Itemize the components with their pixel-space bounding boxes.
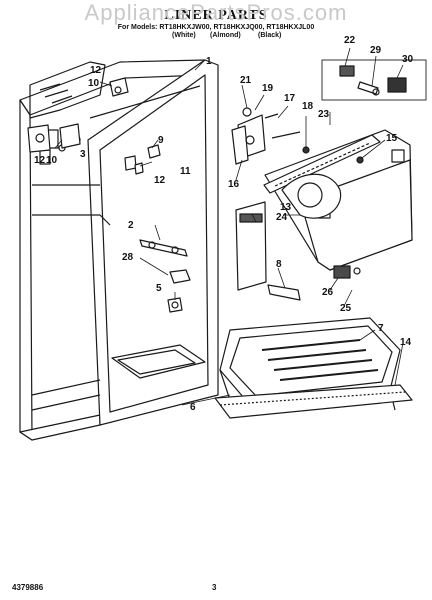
callout-10-left: 10 [46, 155, 58, 166]
page-title: LINER PARTS [164, 8, 268, 23]
color-legend: (White) (Almond) (Black) [0, 32, 432, 42]
callout-28: 28 [122, 252, 134, 263]
screw-15 [356, 156, 364, 164]
color-almond: (Almond) [210, 32, 241, 39]
callout-14: 14 [400, 337, 412, 348]
crisper [219, 317, 401, 413]
liner [19, 59, 219, 441]
doc-number: 4379886 [12, 583, 44, 592]
callout-6: 6 [190, 402, 196, 413]
callout-22: 22 [344, 35, 356, 46]
color-white: (White) [172, 32, 196, 39]
callout-16: 16 [228, 179, 240, 190]
leader-lines [54, 47, 404, 406]
control-housing [263, 129, 413, 271]
callout-7: 7 [378, 323, 384, 334]
parts-9-11 [124, 144, 161, 175]
callout-19: 19 [262, 83, 274, 94]
callout-24: 24 [276, 212, 288, 223]
pan-cover [214, 384, 413, 419]
page-number: 3 [212, 583, 217, 592]
parts-22-29-30 [321, 59, 427, 101]
part-2 [139, 239, 188, 257]
callout-12-top: 12 [90, 65, 102, 76]
callout-17: 17 [284, 93, 296, 104]
callout-8: 8 [276, 259, 282, 270]
callout-2: 2 [128, 220, 134, 231]
part-13 [235, 201, 267, 291]
callout-25: 25 [340, 303, 352, 314]
parts-12-10-top [109, 77, 129, 97]
callout-30: 30 [402, 54, 414, 65]
color-black: (Black) [258, 32, 282, 39]
callout-3: 3 [80, 149, 86, 160]
callout-5: 5 [156, 283, 162, 294]
callout-26: 26 [322, 287, 334, 298]
callout-15: 15 [386, 133, 398, 144]
callout-13: 13 [280, 202, 292, 213]
models-line: For Models: RT18HKXJW00, RT18HKXJQ00, RT… [117, 24, 315, 31]
callout-1: 1 [206, 56, 212, 67]
callout-21: 21 [240, 75, 252, 86]
callout-18: 18 [302, 101, 314, 112]
part-8 [267, 284, 301, 301]
part-16-17 [231, 114, 301, 165]
callout-12-left: 12 [34, 155, 46, 166]
callout-29: 29 [370, 45, 382, 56]
part-28 [169, 269, 191, 284]
screws-19-21 [242, 107, 279, 119]
callout-12-mid: 12 [154, 175, 166, 186]
callout-11: 11 [180, 166, 191, 177]
callout-10-top: 10 [88, 78, 100, 89]
callout-23: 23 [318, 109, 330, 120]
callout-9: 9 [158, 135, 164, 146]
part-5 [167, 297, 183, 313]
part-25-26 [333, 265, 361, 279]
